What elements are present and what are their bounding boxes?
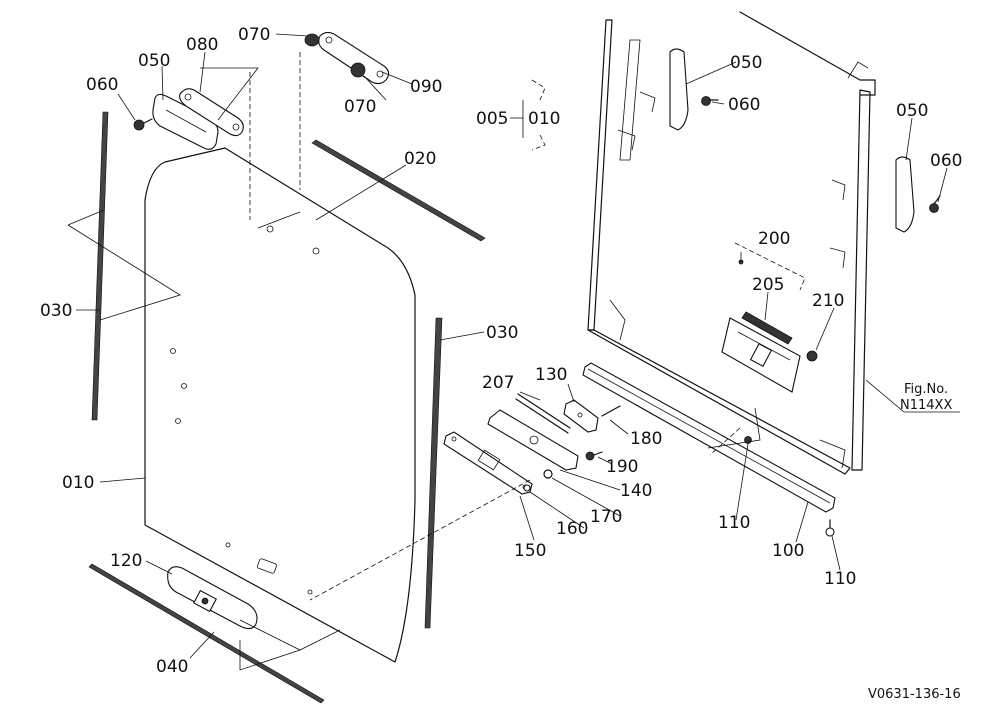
latch-bracket-140 (487, 409, 579, 471)
callout-050a: 050 (138, 51, 170, 71)
figure-ref-line1: Fig.No. (904, 382, 948, 397)
figure-ref-line2: N114XX (900, 398, 952, 413)
callout-040: 040 (156, 657, 188, 677)
bolt-060c (929, 195, 941, 213)
callout-207: 207 (482, 373, 514, 393)
handle-plate (179, 88, 244, 137)
leader-lines (76, 33, 960, 659)
callout-labels: 070 080 050 060 090 070 005 010 050 060 … (40, 25, 962, 677)
callout-140: 140 (620, 481, 652, 501)
callout-210: 210 (812, 291, 844, 311)
roller-070a (304, 33, 320, 47)
group-bracket-200 (734, 242, 806, 291)
washer-170 (543, 469, 553, 479)
screw-190 (585, 451, 603, 461)
callout-070b: 070 (344, 97, 376, 117)
seal-strip-top (311, 139, 486, 242)
callout-205: 205 (752, 275, 784, 295)
lock-cover-205 (741, 311, 793, 345)
hinge-bracket (318, 31, 390, 85)
callout-050c: 050 (896, 101, 928, 121)
callout-200: 200 (758, 229, 790, 249)
roller-070b (350, 62, 366, 78)
callout-005: 005 (476, 109, 508, 129)
bolt-060a (133, 118, 153, 131)
door-glass-panel (144, 147, 416, 663)
callout-100: 100 (772, 541, 804, 561)
callout-030a: 030 (40, 301, 72, 321)
screw-180 (601, 405, 621, 417)
callout-160: 160 (556, 519, 588, 539)
projection-lines (67, 52, 761, 671)
washer-160 (523, 484, 531, 492)
callout-130: 130 (535, 365, 567, 385)
callout-180: 180 (630, 429, 662, 449)
figure-reference: Fig.No. N114XX (900, 382, 952, 413)
group-bracket-005 (510, 79, 546, 151)
latch-rod-207 (515, 393, 571, 434)
callout-050b: 050 (730, 53, 762, 73)
callout-060c: 060 (930, 151, 962, 171)
bottom-handle (167, 566, 258, 630)
lock-assembly (721, 317, 801, 393)
callout-010b: 010 (62, 473, 94, 493)
callout-080: 080 (186, 35, 218, 55)
seal-strip-left (91, 111, 109, 421)
callout-110b: 110 (824, 569, 856, 589)
door-frame (587, 11, 876, 475)
bolt-060b (701, 96, 719, 106)
frame-handle-050c (895, 156, 915, 233)
callout-020: 020 (404, 149, 436, 169)
callout-170: 170 (590, 507, 622, 527)
frame-handle-050b (669, 48, 689, 131)
lock-bolt-210 (806, 350, 818, 362)
seal-strip-bottom (88, 563, 325, 704)
bottom-rail (582, 362, 836, 513)
callout-060a: 060 (86, 75, 118, 95)
bolt-110b (825, 519, 835, 537)
drawing-code: V0631-136-16 (868, 687, 961, 702)
callout-010a: 010 (528, 109, 560, 129)
latch-lever-130 (563, 399, 599, 433)
callout-030b: 030 (486, 323, 518, 343)
callout-070a: 070 (238, 25, 270, 45)
callout-110a: 110 (718, 513, 750, 533)
callout-150: 150 (514, 541, 546, 561)
callout-120: 120 (110, 551, 142, 571)
seal-strip-right (424, 317, 443, 629)
callout-190: 190 (606, 457, 638, 477)
callout-090: 090 (410, 77, 442, 97)
callout-060b: 060 (728, 95, 760, 115)
